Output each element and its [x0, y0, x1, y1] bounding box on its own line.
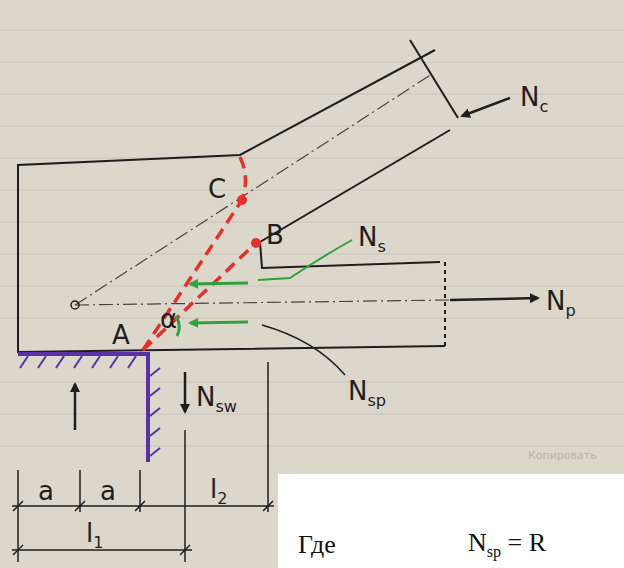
force-label: l2 — [210, 476, 227, 502]
watermark: Копировать — [528, 450, 597, 461]
force-label: a — [38, 478, 54, 504]
dimension-lines — [12, 362, 274, 562]
formula-text: Nsp = R — [468, 530, 546, 556]
force-label: C — [208, 176, 226, 202]
crack-lines — [143, 157, 256, 350]
paper-lines — [0, 30, 624, 446]
axis-point — [71, 301, 79, 309]
force-label: a — [100, 478, 116, 504]
force-label: α — [160, 306, 177, 332]
leader-lines — [258, 240, 352, 375]
force-label: Nc — [520, 84, 548, 110]
external-forces — [75, 98, 538, 430]
axis-lines — [75, 74, 450, 305]
force-label: B — [266, 222, 284, 248]
force-label: l1 — [86, 520, 103, 546]
rebar-forces — [176, 283, 248, 336]
force-label: Np — [546, 288, 576, 314]
point-c — [237, 195, 247, 205]
point-b — [251, 238, 261, 248]
force-label: Nsw — [196, 384, 237, 410]
support-symbol — [18, 354, 160, 462]
node-outline — [18, 40, 458, 352]
force-label: Ns — [358, 224, 386, 250]
formula-text: Где — [298, 532, 336, 558]
force-label: A — [112, 322, 130, 348]
force-label: Nsp — [348, 378, 386, 404]
